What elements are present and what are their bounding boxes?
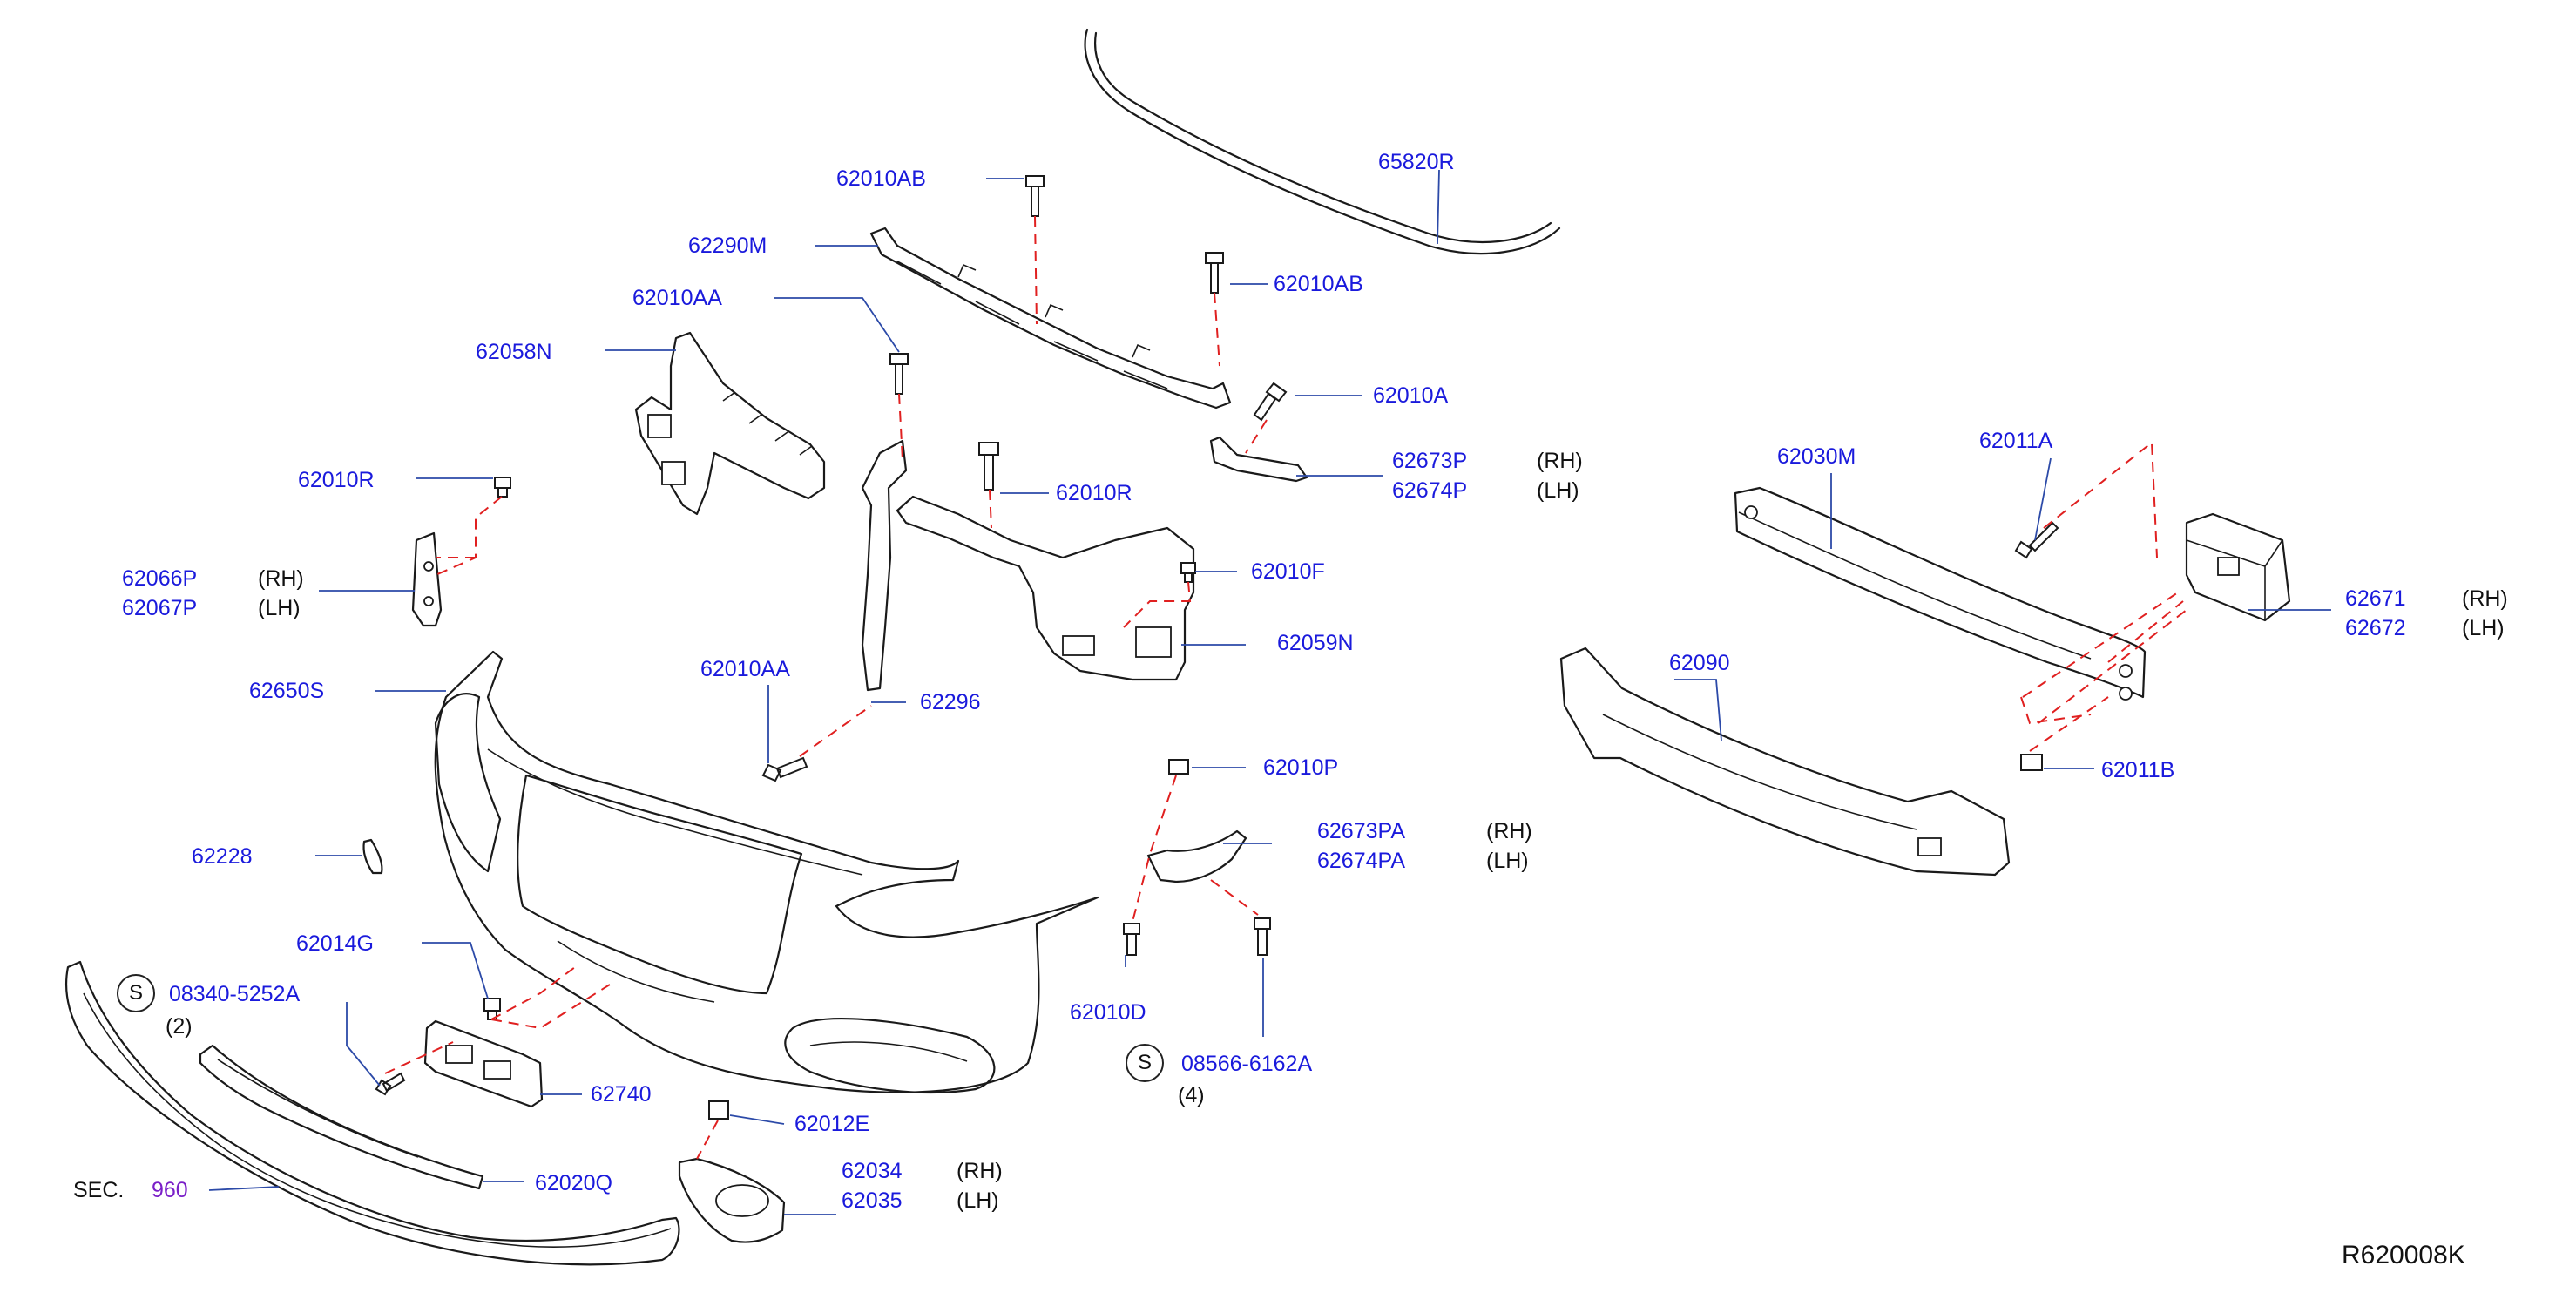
part-62066P-bracket — [411, 531, 443, 627]
diagram-code: R620008K — [2342, 1241, 2465, 1269]
symbol-s-08340: S — [117, 974, 155, 1012]
label-62011B[interactable]: 62011B — [2101, 758, 2175, 782]
label-65820R[interactable]: 65820R — [1378, 150, 1455, 174]
part-lower-spoiler — [64, 960, 680, 1266]
label-62090[interactable]: 62090 — [1669, 651, 1730, 675]
label-62671[interactable]: 62671 — [2345, 586, 2406, 611]
label-62673PA-rh: (RH) — [1486, 819, 1532, 843]
label-62011A[interactable]: 62011A — [1979, 429, 2053, 453]
label-62067P[interactable]: 62067P — [122, 596, 198, 620]
bolt-62010AA-a — [889, 353, 909, 395]
nut-62010P — [1168, 759, 1189, 775]
label-62010AB-a[interactable]: 62010AB — [836, 166, 926, 191]
label-62058N[interactable]: 62058N — [476, 340, 552, 364]
label-62034-rh: (RH) — [957, 1159, 1003, 1183]
label-62672-lh: (LH) — [2462, 616, 2505, 640]
part-62058N-bracket — [634, 331, 826, 516]
leader-lines — [208, 169, 2331, 1215]
label-62674P[interactable]: 62674P — [1392, 478, 1468, 503]
bolt-62010AB-b — [1205, 252, 1224, 294]
label-62010A[interactable]: 62010A — [1373, 383, 1449, 408]
label-62010AA-a[interactable]: 62010AA — [632, 286, 722, 310]
part-62059N-bracket — [896, 495, 1195, 681]
bolt-62010AA-b — [761, 756, 808, 782]
part-62673PA-bracket — [1146, 829, 1247, 883]
clip-62014G — [483, 998, 501, 1020]
label-62228[interactable]: 62228 — [192, 844, 253, 869]
part-65820R-strip — [1084, 28, 1561, 255]
part-62671-crash-box — [2185, 512, 2291, 622]
label-qty-2: (2) — [166, 1014, 193, 1039]
bolt-62010AB-a — [1025, 175, 1045, 217]
nut-62011B — [2020, 754, 2043, 771]
label-62290M[interactable]: 62290M — [688, 234, 767, 258]
bolt-62010A — [1253, 382, 1288, 422]
label-62010R-a[interactable]: 62010R — [298, 468, 375, 492]
clip-62012E — [708, 1100, 729, 1120]
label-62673P-rh: (RH) — [1537, 449, 1583, 473]
part-62296-stay — [861, 439, 908, 692]
bolt-62011A — [2014, 521, 2059, 559]
label-62010AA-b[interactable]: 62010AA — [700, 657, 790, 681]
label-62020Q[interactable]: 62020Q — [535, 1171, 612, 1195]
part-62034-fog-cover — [678, 1157, 786, 1243]
part-62030M-reinforcement — [1734, 486, 2147, 701]
part-62290M-bracket — [869, 227, 1232, 410]
label-62030M[interactable]: 62030M — [1777, 444, 1856, 469]
bolt-62010D — [1123, 923, 1140, 956]
fasteners — [375, 175, 2059, 1120]
label-62671-rh: (RH) — [2462, 586, 2508, 611]
label-62066P[interactable]: 62066P — [122, 566, 198, 591]
bolt-62010R-a — [494, 477, 511, 498]
label-62034[interactable]: 62034 — [842, 1159, 903, 1183]
label-62674PA-lh: (LH) — [1486, 849, 1529, 873]
part-62090-absorber — [1559, 646, 2011, 877]
label-62035[interactable]: 62035 — [842, 1188, 903, 1213]
label-62672[interactable]: 62672 — [2345, 616, 2406, 640]
part-62740-bracket — [423, 1019, 544, 1108]
label-62010F[interactable]: 62010F — [1251, 559, 1325, 584]
screw-08566 — [1254, 917, 1271, 956]
label-62014G[interactable]: 62014G — [296, 931, 374, 956]
label-62650S[interactable]: 62650S — [249, 679, 325, 703]
label-62035-lh: (LH) — [957, 1188, 999, 1213]
label-section-prefix: SEC. — [73, 1178, 125, 1202]
label-62673PA[interactable]: 62673PA — [1317, 819, 1406, 843]
link-section-960[interactable]: 960 — [152, 1178, 188, 1202]
label-qty-4: (4) — [1178, 1083, 1205, 1107]
label-62296[interactable]: 62296 — [920, 690, 981, 714]
screw-08340 — [375, 1072, 406, 1096]
bolt-62010R-b — [978, 442, 999, 491]
part-62673P-stay — [1209, 436, 1308, 483]
clip-62010F — [1180, 562, 1196, 583]
label-62059N[interactable]: 62059N — [1277, 631, 1354, 655]
label-62067P-lh: (LH) — [258, 596, 301, 620]
label-62673P[interactable]: 62673P — [1392, 449, 1468, 473]
part-62228-clip — [362, 838, 383, 875]
label-62674P-lh: (LH) — [1537, 478, 1579, 503]
label-62010R-b[interactable]: 62010R — [1056, 481, 1132, 505]
label-62010P[interactable]: 62010P — [1263, 755, 1339, 780]
symbol-s-08566: S — [1126, 1044, 1164, 1082]
label-62674PA[interactable]: 62674PA — [1317, 849, 1406, 873]
part-62020Q-grille — [199, 1044, 484, 1190]
label-62066P-rh: (RH) — [258, 566, 304, 591]
part-62650S-fascia — [434, 650, 1099, 1094]
label-62012E[interactable]: 62012E — [794, 1112, 870, 1136]
label-08566-6162A[interactable]: 08566-6162A — [1181, 1052, 1313, 1076]
label-08340-5252A[interactable]: 08340-5252A — [169, 982, 301, 1006]
installation-lines — [384, 215, 2187, 1160]
label-62010AB-b[interactable]: 62010AB — [1274, 272, 1363, 296]
label-62010D[interactable]: 62010D — [1070, 1000, 1146, 1025]
label-62740[interactable]: 62740 — [591, 1082, 652, 1107]
